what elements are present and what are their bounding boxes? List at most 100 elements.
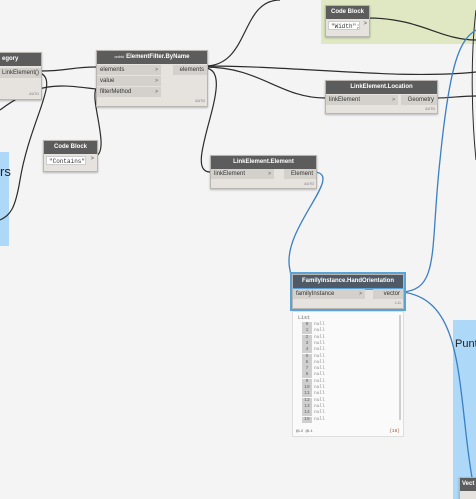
list-value: null (314, 403, 325, 409)
list-index: 9 (302, 378, 312, 385)
package-badge: orchid (114, 55, 125, 59)
code-input[interactable]: "Width"; (328, 21, 360, 30)
list-index: 10 (302, 385, 312, 391)
node-title: Code Block (326, 6, 369, 19)
list-value: null (314, 416, 325, 422)
node-vector-partial[interactable]: Vect (459, 477, 476, 499)
chevron-right-icon: > (155, 89, 158, 95)
chevron-right-icon[interactable]: > (90, 156, 94, 162)
list-value: null (314, 347, 325, 353)
wire-filter-right (204, 65, 476, 76)
input-port-filtermethod[interactable]: filterMethod> (97, 87, 161, 97)
chevron-right-icon[interactable]: > (363, 21, 367, 27)
wire-filter-to-location (204, 66, 326, 99)
list-value: null (314, 334, 325, 340)
node-familyinstance-handorientation[interactable]: FamilyInstance.HandOrientation familyIns… (290, 272, 406, 311)
list-value: null (314, 322, 325, 327)
preview-levels: @L2 @L1 (296, 430, 313, 434)
node-title: LinkElement.Location (326, 81, 437, 94)
output-port-vector[interactable]: vector (373, 289, 403, 299)
list-index: 2 (302, 334, 312, 341)
input-port-familyinstance[interactable]: familyInstance> (293, 289, 365, 299)
list-index: 1 (302, 328, 312, 335)
preview-count: {16} (389, 429, 400, 434)
lacing-label: AUTO (29, 92, 39, 96)
node-category-partial[interactable]: egory LinkElement() AUTO (0, 52, 42, 100)
chevron-right-icon: > (155, 67, 158, 73)
lacing-label: AUTO (304, 182, 314, 186)
node-title: Code Block (44, 141, 97, 154)
node-title: FamilyInstance.HandOrientation (293, 275, 403, 290)
group-left-blue[interactable]: rs (0, 152, 11, 246)
node-title: ElementFilter.ByName (126, 54, 190, 60)
wire-category-to-filter (39, 66, 97, 72)
chevron-right-icon: > (392, 97, 395, 103)
input-port-linkelement[interactable]: linkElement> (211, 169, 274, 179)
list-index: 4 (302, 347, 312, 354)
wire-location-right (435, 95, 476, 99)
node-linkelement-location[interactable]: LinkElement.Location linkElement> Geomet… (325, 80, 438, 114)
list-value: null (314, 328, 325, 334)
list-value: null (314, 410, 325, 416)
node-title: LinkElement.Element (211, 156, 316, 169)
output-port-element[interactable]: Element (284, 169, 316, 179)
lacing-label: L11 (395, 301, 401, 305)
group-left-title: rs (0, 164, 11, 179)
list-index: 6 (302, 359, 312, 366)
list-index: 12 (302, 397, 312, 404)
list-index: 11 (302, 391, 312, 398)
preview-scrollbar[interactable] (399, 315, 401, 420)
lacing-label: AUTO (425, 107, 435, 111)
group-right-blue[interactable]: Punt (453, 320, 476, 499)
input-port-linkelement[interactable]: linkElement> (326, 95, 398, 105)
list-value: null (314, 372, 325, 378)
wire-vector-right (401, 29, 476, 293)
node-code-block-width[interactable]: Code Block "Width"; > (325, 5, 370, 37)
output-port-elements[interactable]: elements (173, 65, 207, 75)
output-port-geometry[interactable]: Geometry (401, 95, 437, 105)
list-value: null (314, 385, 325, 390)
wire-filter-up (204, 0, 281, 67)
input-port-value[interactable]: value> (97, 76, 161, 86)
chevron-right-icon: > (268, 171, 271, 177)
output-port-linkelement[interactable]: LinkElement() (0, 68, 41, 78)
list-index: 8 (302, 372, 312, 379)
list-value: null (314, 378, 325, 384)
chevron-right-icon: > (155, 78, 158, 84)
list-index: 5 (302, 353, 312, 360)
list-index: 3 (302, 340, 312, 347)
list-value: null (314, 353, 325, 359)
group-right-title: Punt (455, 338, 476, 350)
list-index: 15 (302, 416, 312, 423)
chevron-right-icon: > (359, 291, 362, 297)
lacing-label: AUTO (195, 99, 205, 103)
code-input[interactable]: "Contains"; (46, 156, 86, 165)
list-value: null (314, 359, 325, 365)
list-value: null (314, 397, 325, 403)
input-port-elements[interactable]: elements> (97, 65, 161, 75)
node-linkelement-element[interactable]: LinkElement.Element linkElement> Element… (210, 155, 317, 189)
list-value: null (314, 366, 325, 372)
list-index: 14 (302, 410, 312, 417)
node-code-block-contains[interactable]: Code Block "Contains"; > (43, 140, 98, 172)
list-value: null (314, 391, 325, 397)
